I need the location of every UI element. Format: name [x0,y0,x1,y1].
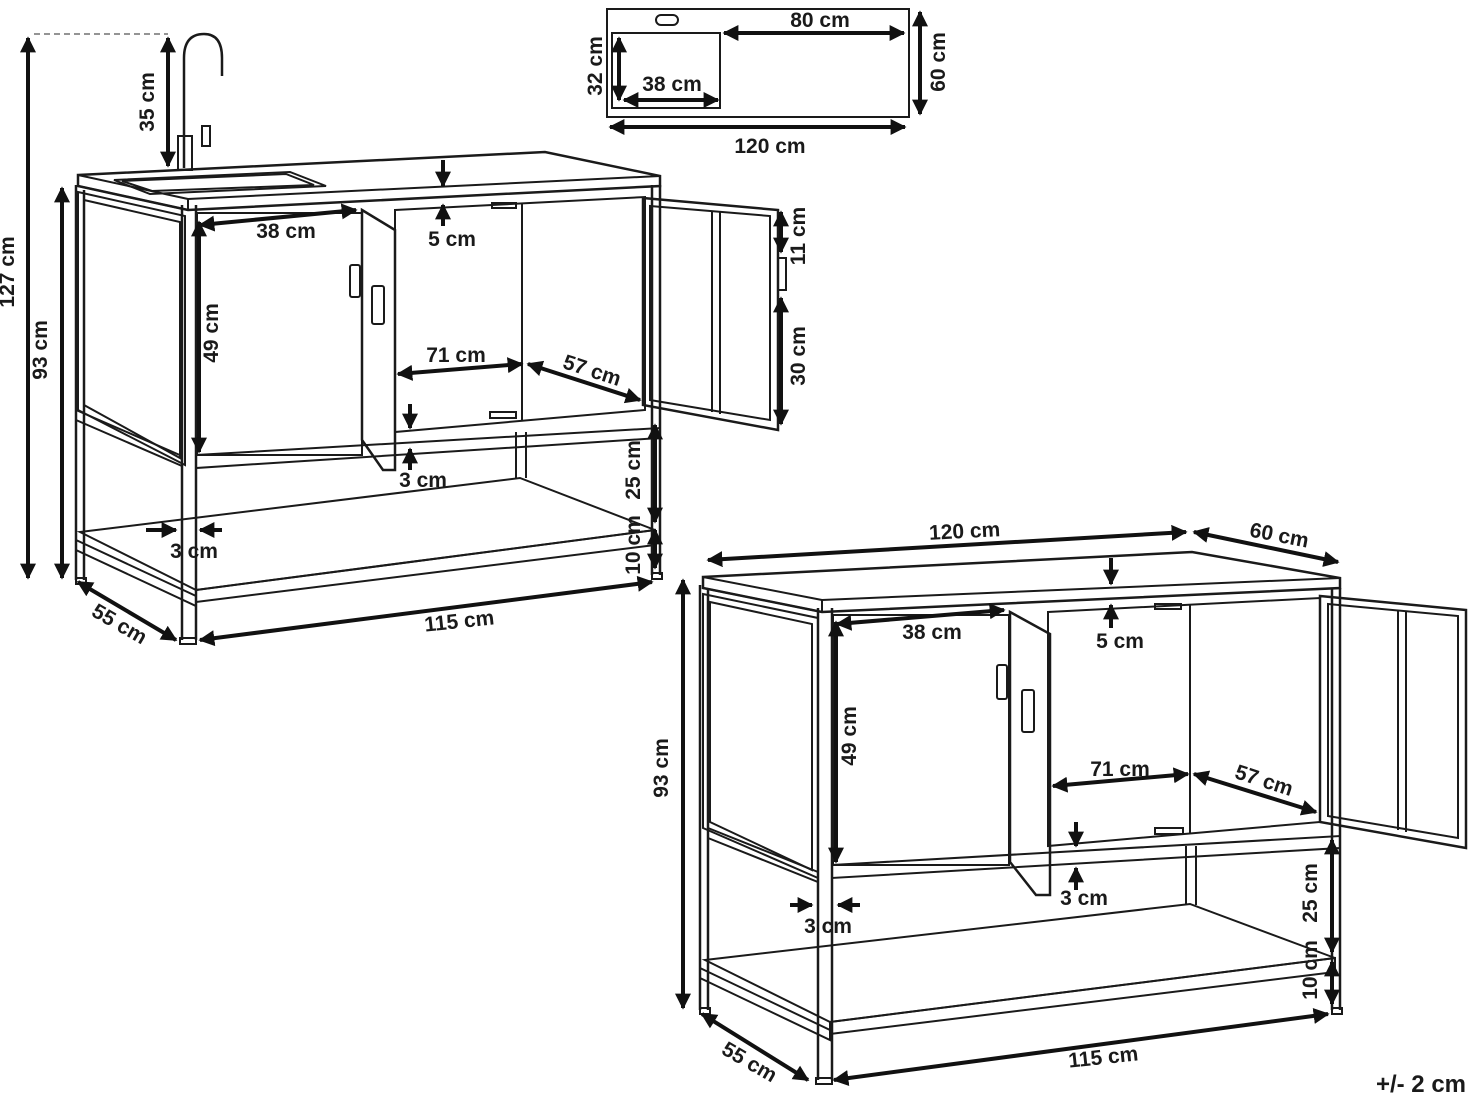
dim-line-cabinet-door-width [1192,770,1318,816]
label-compartment-height: 49 cm [200,303,223,363]
label-cabinet-body-height: 93 cm [650,738,673,798]
sink-unit-mid-rail [195,426,661,470]
sink-unit-slatted-shelf [76,476,656,592]
faucet-icon [182,32,224,168]
sink-unit-right-door [641,196,780,432]
sink-unit-left-door [360,207,397,472]
dim-line-inner-width [396,357,524,381]
label-sink-width: 38 cm [642,73,702,96]
label-cabinet-top-thickness: 5 cm [1096,630,1144,653]
top-view-sink-basin [611,32,721,109]
tolerance-note: +/- 2 cm [1376,1071,1466,1098]
dim-line-compartment-width [198,203,358,232]
cabinet-unit-slatted-shelf [701,902,1336,1024]
label-cabinet-shelf-height: 10 cm [1299,940,1322,1000]
sink-unit-side-panel [77,190,186,467]
label-top-thickness: 5 cm [428,228,476,251]
cabinet-unit-inner-back [1047,596,1321,848]
cabinet-unit-left-door [1008,609,1052,897]
cabinet-unit-mid-rail [831,834,1341,880]
label-lower-space: 25 cm [622,440,645,500]
dim-line-cabinet-width [706,524,1188,568]
label-cabinet-lower-space: 25 cm [1299,863,1322,923]
dim-line-cabinet-inner-width [1051,767,1190,793]
dim-line-cabinet-depth-top [1192,527,1340,567]
dim-line-door-width [526,360,642,404]
label-body-height: 93 cm [29,320,52,380]
label-door-lower: 30 cm [787,326,810,386]
dim-line-base-width [198,575,654,647]
label-top-width: 120 cm [734,135,805,158]
label-shelf-gap-small: 3 cm [399,469,447,492]
cabinet-unit-right-door [1318,594,1468,850]
label-leg-width: 3 cm [170,540,218,563]
cabinet-door-handle-icon [996,664,1008,700]
label-cabinet-width: 120 cm [928,518,1000,545]
faucet-handle [201,125,211,147]
label-compartment-width: 38 cm [256,220,316,243]
label-cabinet-depth-top: 60 cm [1248,519,1311,553]
label-door-upper: 11 cm [787,207,810,265]
dim-line-cabinet-depth [700,1012,810,1082]
cabinet-unit-drawing: 120 cm 60 cm 93 cm 5 cm 38 cm 49 cm 71 c… [650,518,1468,1087]
label-faucet-height: 35 cm [136,72,159,132]
label-cabinet-compartment-height: 49 cm [838,706,861,766]
label-counter-free: 80 cm [790,9,850,32]
dim-line-cabinet-base-width [832,1007,1330,1087]
dim-line-depth [76,580,178,642]
sink-basin [113,170,327,196]
door-handle-icon [349,264,361,298]
top-view-outline [606,8,910,118]
label-cabinet-shelf-gap-small: 3 cm [1060,887,1108,910]
dim-line-cabinet-compartment-width [835,603,1006,631]
label-inner-width: 71 cm [426,344,486,367]
top-view: 80 cm 32 cm 38 cm 60 cm 120 cm [584,8,950,158]
label-sink-depth: 32 cm [584,36,607,96]
label-total-height: 127 cm [0,236,19,307]
cabinet-unit-side-panel [702,592,819,880]
label-top-depth: 60 cm [927,32,950,92]
label-shelf-height: 10 cm [622,515,645,575]
label-cabinet-leg-width: 3 cm [804,915,852,938]
top-view-faucet-hole [655,14,679,26]
label-cabinet-inner-width: 71 cm [1090,758,1150,781]
label-cabinet-compartment-width: 38 cm [902,621,962,644]
